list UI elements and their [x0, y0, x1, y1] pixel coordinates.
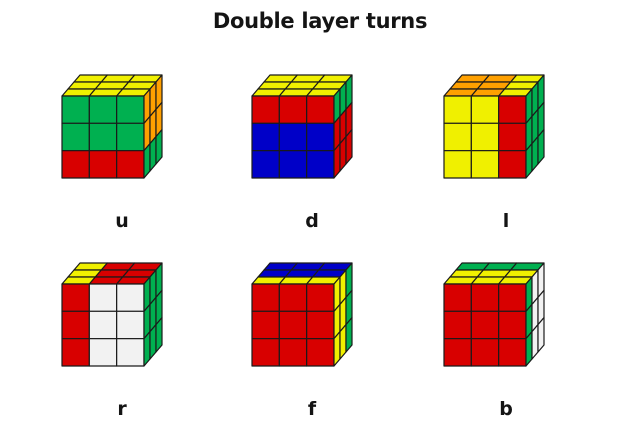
sticker-front-f [251, 338, 280, 367]
sticker-front-d [278, 122, 308, 152]
sticker-right-u [155, 129, 163, 165]
sticker-front-b [470, 338, 500, 367]
sticker-front-f [251, 283, 280, 312]
sticker-right-u [143, 143, 151, 179]
sticker-front-l [443, 150, 472, 179]
sticker-front-f [306, 310, 335, 340]
cube-label-b: b [499, 398, 513, 420]
sticker-right-f [339, 324, 347, 360]
sticker-front-l [498, 150, 527, 179]
sticker-front-b [470, 310, 500, 340]
sticker-front-f [278, 338, 308, 367]
sticker-front-u [61, 95, 90, 124]
sticker-front-d [306, 95, 335, 124]
sticker-front-f [251, 310, 280, 340]
sticker-right-b [531, 324, 539, 360]
cube-label-d: d [305, 210, 319, 232]
sticker-front-f [306, 338, 335, 367]
sticker-front-r [116, 338, 145, 367]
sticker-right-l [537, 129, 545, 165]
sticker-right-b [537, 317, 545, 353]
sticker-right-r [143, 331, 151, 367]
sticker-right-b [525, 331, 533, 367]
sticker-front-b [470, 283, 500, 312]
sticker-front-l [470, 122, 500, 152]
sticker-front-b [498, 283, 527, 312]
sticker-front-b [443, 338, 472, 367]
sticker-right-f [333, 331, 341, 367]
sticker-front-r [116, 310, 145, 340]
sticker-front-d [251, 95, 280, 124]
sticker-right-r [155, 317, 163, 353]
sticker-front-r [88, 338, 118, 367]
cube-label-u: u [115, 210, 129, 232]
sticker-front-l [498, 122, 527, 152]
cube-label-l: l [502, 210, 510, 232]
sticker-front-f [278, 283, 308, 312]
sticker-front-u [116, 122, 145, 152]
sticker-front-b [498, 310, 527, 340]
sticker-front-r [61, 338, 90, 367]
sticker-front-r [61, 283, 90, 312]
sticker-front-r [61, 310, 90, 340]
cube-label-f: f [307, 398, 317, 420]
page-title: Double layer turns [212, 9, 428, 33]
sticker-front-f [306, 283, 335, 312]
sticker-front-d [278, 95, 308, 124]
sticker-front-l [470, 95, 500, 124]
sticker-front-r [116, 283, 145, 312]
sticker-front-d [278, 150, 308, 179]
sticker-front-u [88, 95, 118, 124]
sticker-front-l [443, 95, 472, 124]
sticker-front-u [61, 150, 90, 179]
sticker-front-u [116, 95, 145, 124]
sticker-front-r [88, 283, 118, 312]
sticker-front-d [306, 150, 335, 179]
sticker-front-d [251, 122, 280, 152]
sticker-front-b [443, 310, 472, 340]
sticker-front-d [251, 150, 280, 179]
sticker-right-d [345, 129, 353, 165]
sticker-front-b [498, 338, 527, 367]
sticker-front-d [306, 122, 335, 152]
sticker-right-l [531, 136, 539, 172]
sticker-front-u [61, 122, 90, 152]
sticker-front-r [88, 310, 118, 340]
sticker-right-d [339, 136, 347, 172]
sticker-right-u [149, 136, 157, 172]
sticker-front-l [498, 95, 527, 124]
sticker-front-u [88, 122, 118, 152]
sticker-right-r [149, 324, 157, 360]
sticker-front-l [470, 150, 500, 179]
sticker-right-d [333, 143, 341, 179]
sticker-right-f [345, 317, 353, 353]
sticker-front-u [116, 150, 145, 179]
sticker-front-b [443, 283, 472, 312]
cube-label-r: r [117, 398, 127, 420]
sticker-front-u [88, 150, 118, 179]
sticker-front-l [443, 122, 472, 152]
sticker-front-f [278, 310, 308, 340]
sticker-right-l [525, 143, 533, 179]
